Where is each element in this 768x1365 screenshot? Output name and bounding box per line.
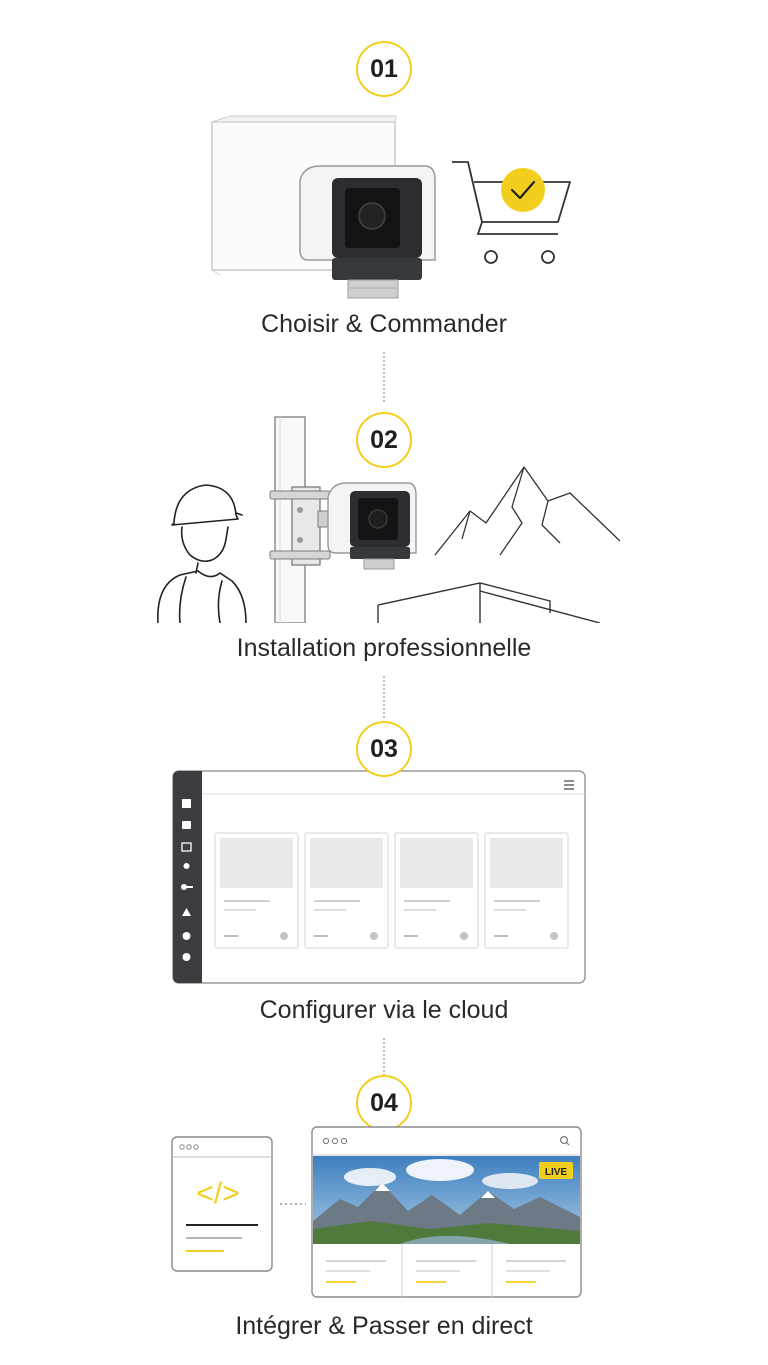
step-2-title: Installation professionnelle — [236, 634, 532, 662]
step-2-illustration — [157, 416, 620, 623]
step-3-number-badge: 03 — [356, 721, 412, 777]
camera — [299, 165, 436, 299]
step-4-number: 04 — [370, 1088, 398, 1117]
mountains — [434, 466, 620, 556]
step-4-title: Intégrer & Passer en direct — [235, 1312, 533, 1340]
step-2-number-badge: 02 — [356, 412, 412, 468]
step-3-illustration — [172, 770, 586, 984]
embed-code-window — [171, 1136, 273, 1272]
search-icon — [560, 1136, 570, 1146]
mount-bracket — [269, 486, 335, 566]
live-badge — [539, 1162, 573, 1179]
step-1-number: 01 — [370, 54, 398, 83]
live-video-feed — [313, 1156, 580, 1244]
code-icon: </> — [196, 1177, 239, 1210]
step-4-number-badge: 04 — [356, 1075, 412, 1131]
step-1-title: Choisir & Commander — [261, 310, 507, 338]
connector-1-2 — [383, 352, 385, 402]
step-3-number: 03 — [370, 734, 398, 763]
menu-icon — [564, 780, 574, 790]
cart-icon — [452, 161, 571, 264]
connector-3-4 — [383, 1038, 385, 1076]
connector-2-3 — [383, 676, 385, 718]
building — [377, 582, 601, 623]
live-label: LIVE — [545, 1167, 568, 1178]
step-3-title: Configurer via le cloud — [259, 996, 509, 1024]
step-1-number-badge: 01 — [356, 41, 412, 97]
sidebar-icons — [181, 799, 193, 961]
device-cards — [214, 832, 569, 949]
step-1-illustration — [211, 115, 571, 299]
checkmark-icon — [501, 168, 545, 212]
camera — [327, 482, 417, 570]
step-4-illustration: </> LIVE — [171, 1126, 582, 1298]
stream-info-panels — [326, 1244, 566, 1297]
step-2-number: 02 — [370, 425, 398, 454]
worker — [157, 484, 247, 623]
